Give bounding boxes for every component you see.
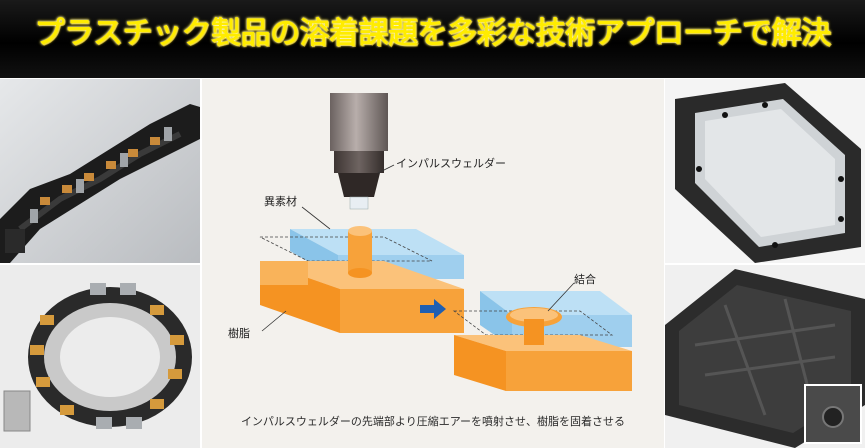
label-resin: 樹脂 — [228, 327, 250, 340]
banner-title: プラスチック製品の溶着課題を多彩な技術アプローチで解決 — [34, 16, 831, 51]
title-banner: プラスチック製品の溶着課題を多彩な技術アプローチで解決 — [0, 0, 865, 78]
right-assembly — [452, 282, 632, 391]
left-assembly — [259, 226, 464, 333]
photo-part-terminals — [0, 79, 200, 263]
label-dissimilar-material: 異素材 — [264, 195, 297, 208]
label-bond: 結合 — [574, 273, 596, 286]
photo-ring-part — [0, 265, 200, 448]
label-impulse-welder: インパルスウェルダー — [396, 157, 506, 170]
photo-tray-part — [665, 265, 865, 448]
diagram-caption: インパルスウェルダーの先端部より圧縮エアーを噴射させ、樹脂を固着させる — [240, 415, 626, 428]
photo-frame-window — [665, 79, 865, 263]
impulse-welder-probe — [330, 93, 395, 210]
process-arrow — [420, 299, 446, 319]
welding-diagram: インパルスウェルダー 異素材 結合 樹脂 インパルスウェルダーの先端部より圧縮エ… — [202, 79, 664, 448]
